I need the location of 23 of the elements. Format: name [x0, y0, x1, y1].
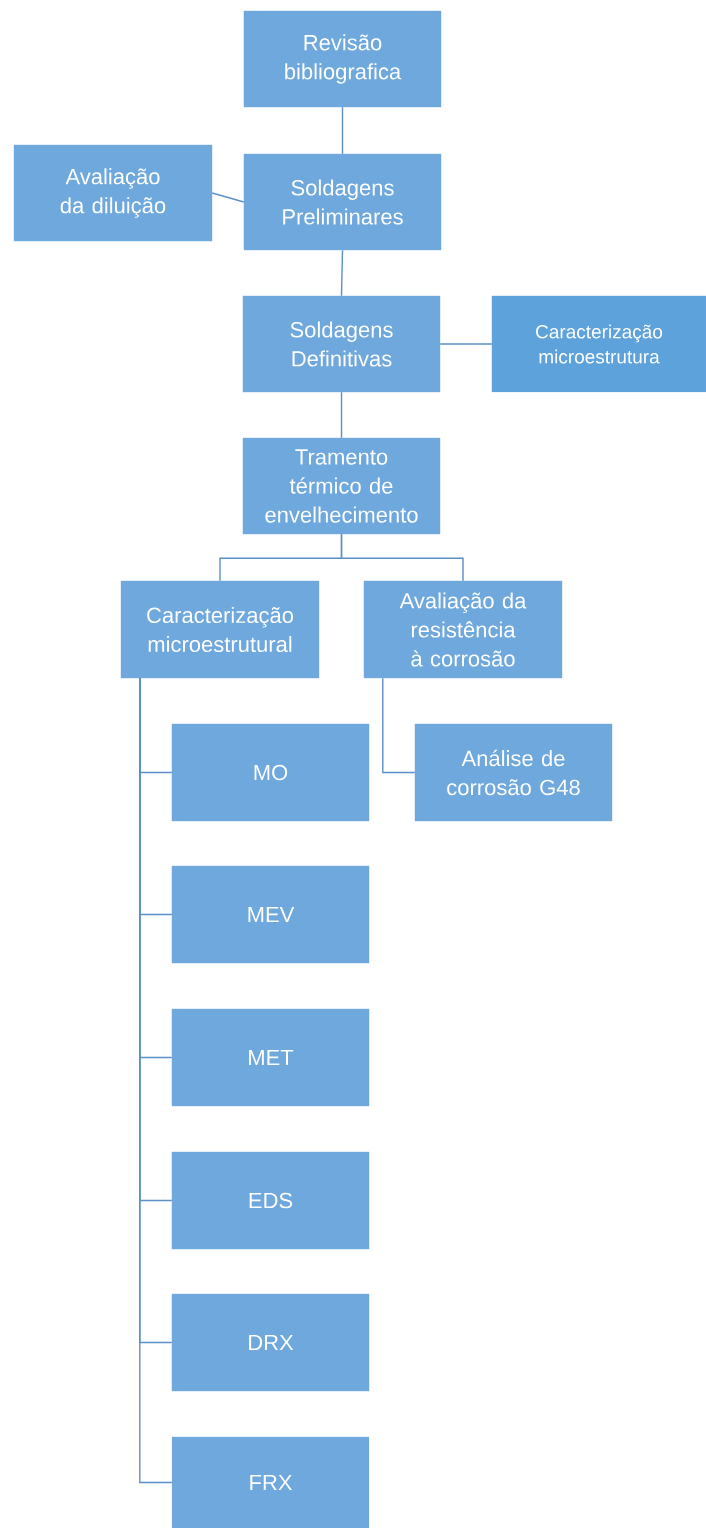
- process-box: Soldagens Definitivas: [242, 295, 441, 393]
- connector-line: [341, 106, 344, 155]
- connector-line: [340, 391, 343, 439]
- process-box: MET: [171, 1008, 370, 1107]
- process-box: MEV: [171, 865, 370, 964]
- connector-line: [340, 249, 344, 297]
- process-box: Soldagens Preliminares: [243, 153, 442, 251]
- connector-line: [211, 192, 245, 203]
- process-box: DRX: [171, 1293, 370, 1392]
- process-box: EDS: [171, 1151, 370, 1250]
- connector-line: [382, 677, 416, 774]
- process-box: Avaliação da diluição: [13, 144, 213, 242]
- process-box: Tramento térmico de envelhecimento: [242, 437, 441, 535]
- process-box: Análise de corrosão G48: [414, 723, 613, 822]
- connector-line: [439, 343, 493, 345]
- process-box: FRX: [171, 1436, 370, 1528]
- process-box: Avaliação da resistência à corrosão: [363, 580, 563, 679]
- connector-line: [139, 677, 173, 1484]
- connector-line: [340, 533, 464, 582]
- process-box: Caracterização microestrutural: [120, 580, 320, 679]
- process-box: Caracterização microestrutura: [491, 295, 706, 393]
- process-box: MO: [171, 723, 370, 822]
- process-box: Revisão bibliografica: [243, 10, 442, 108]
